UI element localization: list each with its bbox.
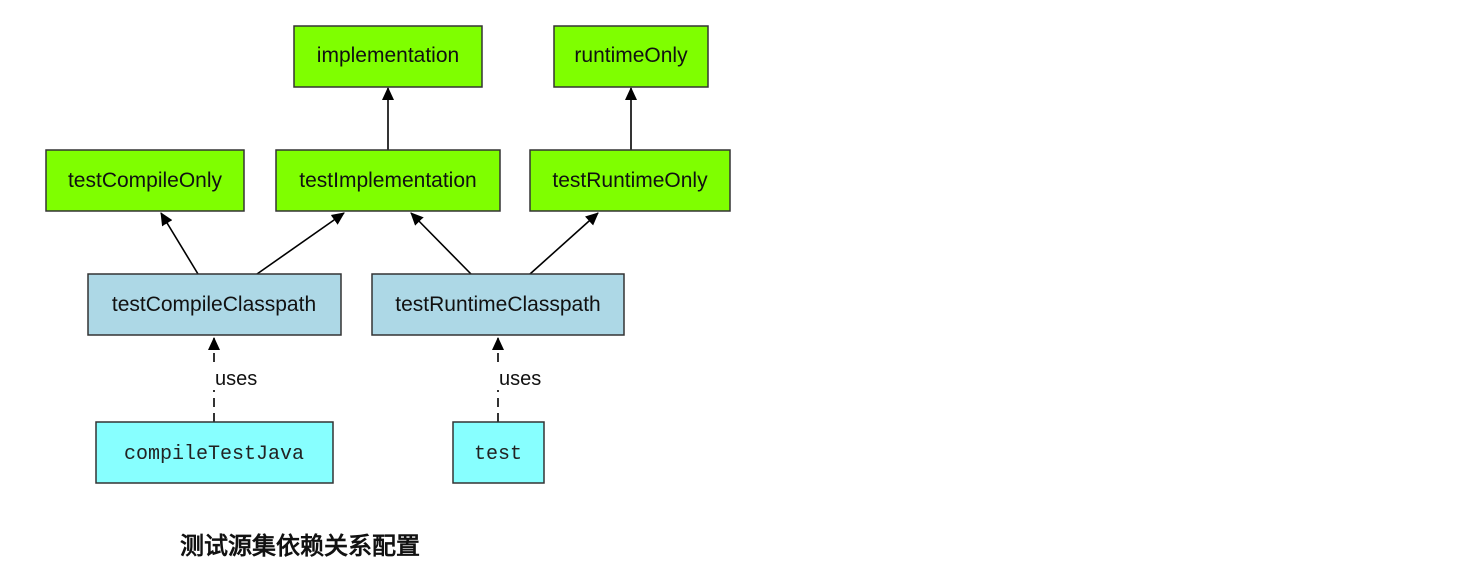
node-compiletestjava: compileTestJava — [95, 421, 334, 484]
node-runtimeonly: runtimeOnly — [553, 25, 709, 88]
node-compiletestjava-label: compileTestJava — [124, 443, 304, 466]
node-test-label: test — [474, 443, 522, 466]
node-testcompileclasspath-label: testCompileClasspath — [112, 293, 316, 316]
node-testruntimeonly-label: testRuntimeOnly — [552, 169, 708, 192]
node-implementation-label: implementation — [317, 44, 459, 67]
node-testcompileonly-label: testCompileOnly — [68, 169, 223, 192]
uses-label-bg-right — [496, 366, 550, 390]
node-testcompileonly: testCompileOnly — [45, 149, 245, 212]
node-testruntimeclasspath: testRuntimeClasspath — [371, 273, 625, 336]
edges — [160, 87, 637, 422]
node-testcompileclasspath: testCompileClasspath — [87, 273, 342, 336]
node-testimplementation: testImplementation — [275, 149, 501, 212]
edge-testruntimeclasspath-to-testruntimeonly — [529, 212, 599, 275]
edge-testcompileclasspath-to-testcompileonly — [160, 212, 199, 275]
node-testimplementation-label: testImplementation — [299, 169, 476, 192]
node-runtimeonly-label: runtimeOnly — [574, 44, 688, 67]
node-testruntimeonly: testRuntimeOnly — [529, 149, 731, 212]
figure-caption: 测试源集依赖关系配置 — [180, 532, 420, 560]
edge-testruntimeclasspath-to-testimplementation — [410, 212, 472, 275]
node-testruntimeclasspath-label: testRuntimeClasspath — [395, 293, 600, 316]
uses-label-right: uses — [499, 368, 541, 390]
edge-testcompileclasspath-to-testimplementation — [256, 212, 345, 275]
uses-label-left: uses — [215, 368, 257, 390]
uses-label-bg-left — [212, 366, 266, 390]
node-implementation: implementation — [293, 25, 483, 88]
node-test: test — [452, 421, 545, 484]
